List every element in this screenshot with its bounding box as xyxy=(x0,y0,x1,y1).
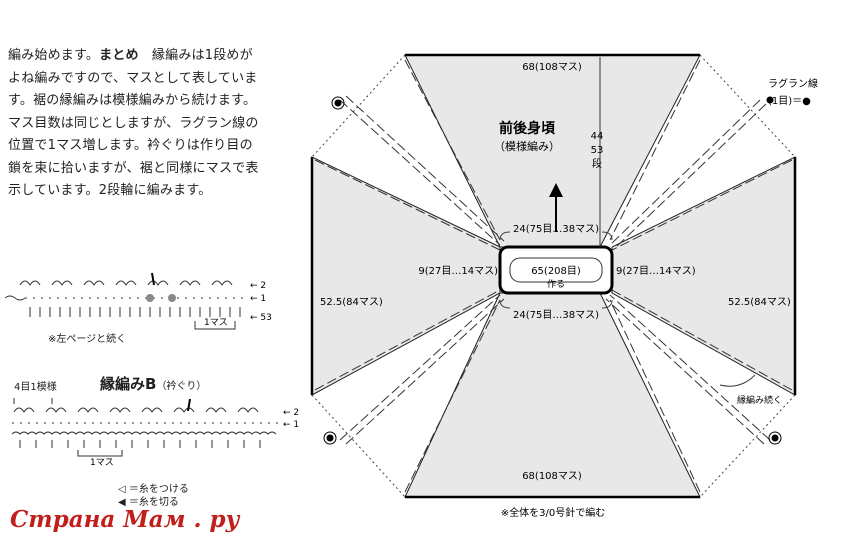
intro-text: 編み始めます。まとめ 縁編みは1段めがよね編みですので、マスとして表しています。… xyxy=(8,45,263,203)
neck-bottom-label: 24(75目…38マス) xyxy=(513,310,599,321)
bottom-panel xyxy=(404,292,701,498)
raglan-label: ラグラン線 xyxy=(768,77,818,90)
edge-cont-label: 縁編み続く xyxy=(737,394,782,406)
neck-top-label: 24(75目…38マス) xyxy=(513,224,599,235)
needle-note: ※全体を3/0号針で編む xyxy=(501,506,605,519)
raglan-sub-label: (1目)＝● xyxy=(768,96,811,107)
right-width-label: 52.5(84マス) xyxy=(728,297,791,308)
neck-right-label: 9(27目…14マス) xyxy=(616,266,696,277)
legend-cut: ◀ ＝糸を切る xyxy=(118,497,179,508)
height-label-b: 53 xyxy=(591,145,604,156)
chart-b-masu-label: 1マス xyxy=(90,458,114,468)
height-label-a: 44 xyxy=(591,131,604,142)
center-count-label: 65(208目) xyxy=(531,266,581,277)
diagram-subtitle: （模様編み） xyxy=(494,139,560,153)
left-width-label: 52.5(84マス) xyxy=(320,297,383,308)
bottom-width-label: 68(108マス) xyxy=(522,471,582,482)
chart-b-title: 縁編みB（衿ぐり） xyxy=(100,373,206,394)
chart-a-row53-label: ← 53 xyxy=(250,313,272,323)
intro-line-1: 編み始めます。 xyxy=(8,48,100,63)
center-make-label: 作る xyxy=(547,278,565,290)
diagram-title: 前後身頃 xyxy=(499,120,556,137)
chart-a-row2-label: ← 2 xyxy=(250,281,266,291)
chart-a-note: ※左ページと続く xyxy=(48,334,127,345)
top-width-label: 68(108マス) xyxy=(522,62,582,73)
legend-attach: ◁ ＝糸をつける xyxy=(118,484,189,495)
chart-b-row2-label: ← 2 xyxy=(283,408,299,418)
chart-a-row1-label: ← 1 xyxy=(250,294,266,304)
watermark-logo: Страна Мам . ру xyxy=(10,506,240,533)
chart-b-row1-label: ← 1 xyxy=(283,420,299,430)
chart-b-title-text: 縁編みB xyxy=(100,375,157,393)
chart-b-pattern-label: 4目1模様 xyxy=(14,382,57,393)
intro-heading: まとめ xyxy=(99,48,139,63)
body-diagram: 68(108マス) 68(108マス) 52.5(84マス) 52.5(84マス… xyxy=(310,53,818,519)
stitch-chart-b: ← 2 ← 1 1マス xyxy=(11,398,299,468)
intro-body: 縁編みは1段めがよね編みですので、マスとして表しています。裾の縁編みは模様編みか… xyxy=(8,48,259,198)
stitch-chart-a: ← 2 ← 1 ← 53 1マス xyxy=(4,272,272,330)
neck-left-label: 9(27目…14マス) xyxy=(418,266,498,277)
chart-b-subtitle: （衿ぐり） xyxy=(156,381,207,392)
height-label-c: 段 xyxy=(592,157,602,170)
chart-a-masu-label: 1マス xyxy=(204,318,228,328)
